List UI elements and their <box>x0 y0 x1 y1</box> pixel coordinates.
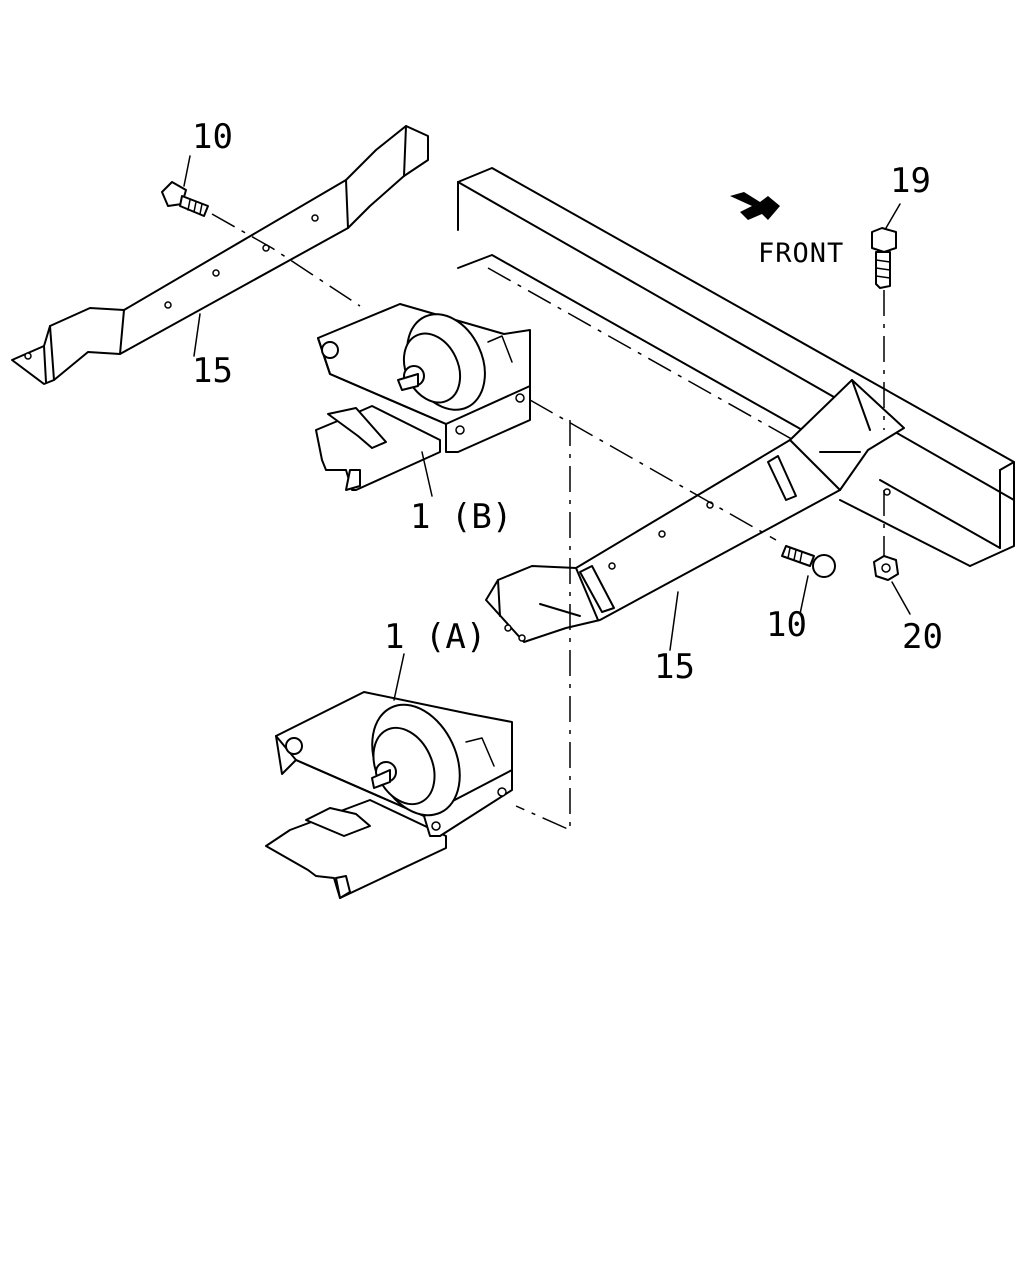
bolt-left-10 <box>161 181 209 217</box>
label-nut: 20 <box>902 617 943 657</box>
assembly-lines <box>211 213 885 832</box>
nut-20 <box>873 555 899 581</box>
label-crossmember-left: 15 <box>192 351 233 391</box>
label-mount-a: 1 (A) <box>384 617 486 657</box>
label-bolt-left: 10 <box>192 117 233 157</box>
crossmember-left <box>11 125 429 385</box>
label-bolt-right: 10 <box>766 605 807 645</box>
label-front: FRONT <box>758 238 844 269</box>
front-arrow-icon <box>730 192 780 220</box>
crossmember-right <box>485 379 905 643</box>
engine-mount-a <box>265 691 513 899</box>
leader-lines <box>183 155 911 701</box>
bolt-top-19 <box>871 227 897 289</box>
label-bolt-top: 19 <box>890 161 931 201</box>
label-mount-b: 1 (B) <box>410 497 512 537</box>
engine-mount-b <box>315 303 531 491</box>
label-crossmember-right: 15 <box>654 647 695 687</box>
bolt-right-10 <box>781 545 836 578</box>
